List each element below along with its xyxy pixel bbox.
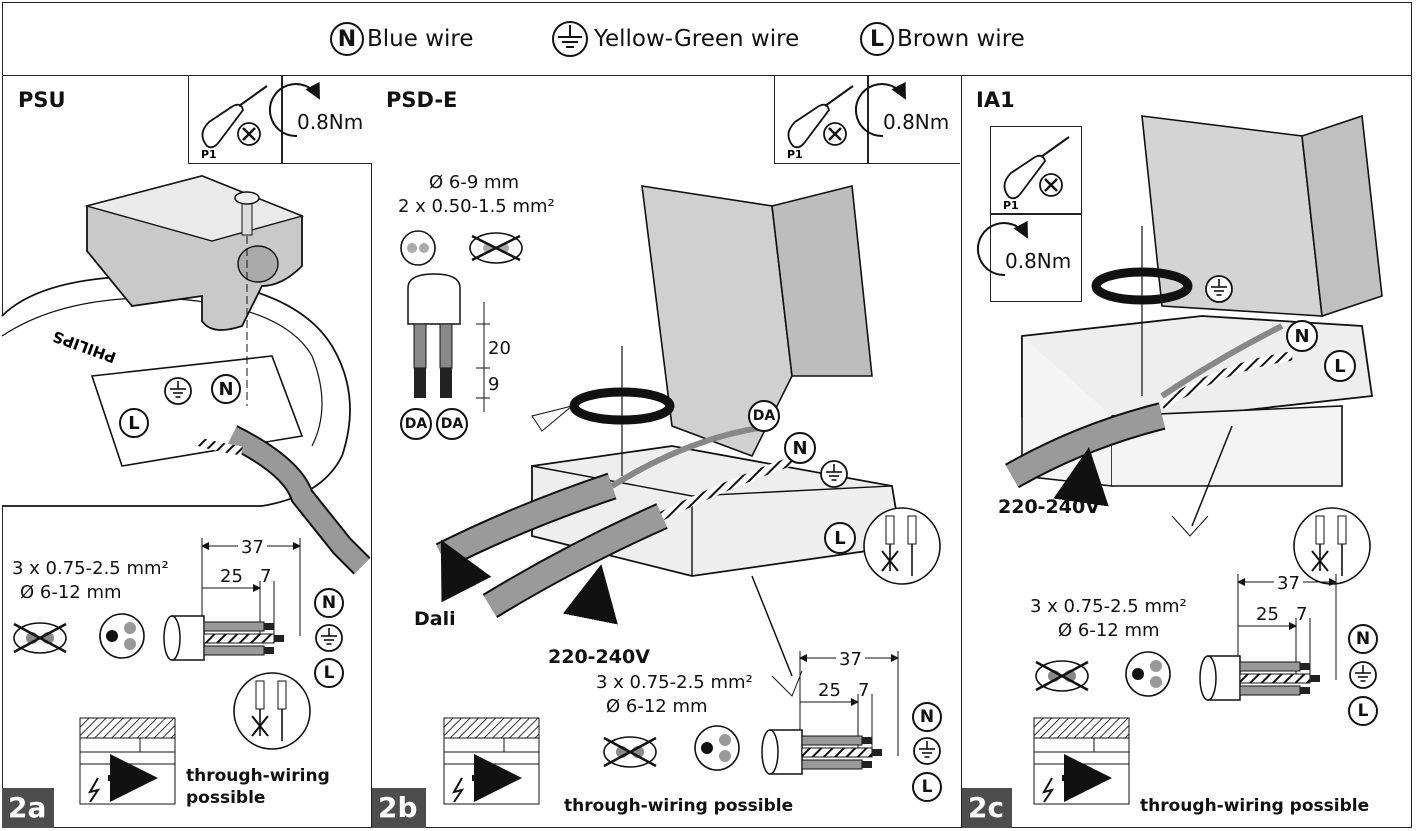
torque-box: 0.8Nm bbox=[268, 76, 372, 164]
bit-label: P1 bbox=[787, 148, 803, 161]
panel-ia1: IA1 P1 0.8Nm bbox=[962, 76, 1412, 828]
strip-length-9: 9 bbox=[488, 374, 500, 395]
dali-symbol: DA bbox=[436, 408, 468, 440]
through-wiring-icon bbox=[1033, 717, 1130, 805]
bit-label: P1 bbox=[201, 148, 217, 161]
neutral-symbol: N bbox=[912, 702, 942, 732]
dim-strip: 7 bbox=[858, 680, 870, 701]
cable-spec: 3 x 0.75-2.5 mm² bbox=[596, 672, 753, 693]
panel-title: IA1 bbox=[976, 88, 1015, 112]
legend-live: L Brown wire bbox=[860, 20, 1025, 58]
dali-symbol: DA bbox=[400, 408, 432, 440]
earth-icon bbox=[552, 21, 588, 57]
torque-label: 0.8Nm bbox=[1005, 249, 1072, 273]
earth-icon bbox=[820, 460, 848, 488]
wire-legend: N Blue wire Yellow-Green wire L Brown wi… bbox=[2, 2, 1412, 76]
live-symbol: L bbox=[1324, 350, 1356, 382]
cable-diameter: Ø 6-12 mm bbox=[606, 696, 708, 717]
live-symbol: L bbox=[860, 22, 894, 56]
neutral-symbol: N bbox=[1286, 320, 1318, 352]
torque-box: 0.8Nm bbox=[854, 76, 960, 164]
legend-neutral: N Blue wire bbox=[330, 20, 474, 58]
step-tag: 2a bbox=[2, 788, 55, 828]
torque-box: 0.8Nm bbox=[976, 214, 1082, 302]
dim-total: 37 bbox=[1274, 573, 1303, 594]
torque-arrow-icon bbox=[976, 220, 1028, 277]
strip-length-20: 20 bbox=[488, 338, 511, 359]
step-tag: 2c bbox=[962, 788, 1013, 828]
dim-total: 37 bbox=[836, 649, 865, 670]
live-symbol: L bbox=[1348, 696, 1378, 726]
dali-cable-label: Dali bbox=[414, 608, 456, 630]
live-label: Brown wire bbox=[897, 26, 1025, 52]
cable-spec: 3 x 0.75-2.5 mm² bbox=[12, 558, 169, 579]
panel-psd-e: PSD-E P1 0.8Nm Ø 6-9 mm 2 x 0.50-1.5 mm² bbox=[372, 76, 962, 828]
through-wiring-icon bbox=[443, 717, 540, 805]
screwdriver-box: P1 bbox=[990, 126, 1082, 214]
torque-label: 0.8Nm bbox=[883, 110, 950, 134]
through-wiring-line1: through-wiring bbox=[186, 766, 330, 786]
psd-e-illustration bbox=[400, 185, 941, 775]
screwdriver-box: P1 bbox=[188, 76, 282, 164]
live-symbol: L bbox=[912, 772, 942, 802]
through-wiring-line2: possible bbox=[186, 788, 266, 808]
neutral-symbol: N bbox=[1348, 624, 1378, 654]
strip-dimension-drawing bbox=[13, 538, 311, 750]
dali-symbol: DA bbox=[748, 400, 780, 432]
neutral-symbol: N bbox=[211, 374, 241, 404]
step-tag: 2b bbox=[372, 788, 426, 828]
dali-spec: 2 x 0.50-1.5 mm² bbox=[398, 196, 555, 217]
legend-earth: Yellow-Green wire bbox=[550, 20, 799, 58]
torque-label: 0.8Nm bbox=[297, 110, 364, 134]
torque-arrow-icon bbox=[854, 81, 906, 138]
panel-psu: PSU P1 0.8Nm PHILIPS bbox=[1, 76, 372, 828]
neutral-symbol: N bbox=[330, 22, 364, 56]
live-symbol: L bbox=[314, 658, 344, 688]
neutral-symbol: N bbox=[314, 588, 344, 618]
live-symbol: L bbox=[824, 522, 856, 554]
neutral-symbol: N bbox=[784, 432, 816, 464]
mains-voltage-label: 220-240V bbox=[548, 646, 650, 668]
ia1-illustration bbox=[1005, 114, 1383, 701]
screwdriver-icon: P1 bbox=[787, 85, 854, 161]
bit-label: P1 bbox=[1003, 199, 1019, 212]
screwdriver-box: P1 bbox=[774, 76, 868, 164]
dim-insulation: 25 bbox=[220, 566, 243, 587]
mains-voltage-label: 220-240V bbox=[998, 496, 1100, 518]
live-symbol: L bbox=[119, 408, 149, 438]
dim-strip: 7 bbox=[1296, 604, 1308, 625]
through-wiring-icon bbox=[79, 717, 176, 805]
through-wiring-note: through-wiring possible bbox=[564, 796, 794, 816]
dali-diameter: Ø 6-9 mm bbox=[429, 172, 520, 193]
dim-insulation: 25 bbox=[1256, 604, 1279, 625]
cable-diameter: Ø 6-12 mm bbox=[1058, 620, 1160, 641]
earth-label: Yellow-Green wire bbox=[594, 26, 800, 52]
torque-arrow-icon bbox=[268, 81, 320, 138]
dim-total: 37 bbox=[238, 537, 267, 558]
screwdriver-icon: P1 bbox=[1003, 136, 1070, 212]
through-wiring-note: through-wiring possible bbox=[1140, 796, 1370, 816]
cable-spec: 3 x 0.75-2.5 mm² bbox=[1030, 596, 1187, 617]
cable-diameter: Ø 6-12 mm bbox=[20, 582, 122, 603]
neutral-label: Blue wire bbox=[367, 26, 474, 52]
dim-insulation: 25 bbox=[818, 680, 841, 701]
dim-strip: 7 bbox=[260, 566, 272, 587]
panel-title: PSU bbox=[18, 88, 66, 112]
earth-icon bbox=[1205, 275, 1233, 303]
panel-title: PSD-E bbox=[386, 88, 458, 112]
screwdriver-icon: P1 bbox=[201, 85, 268, 161]
